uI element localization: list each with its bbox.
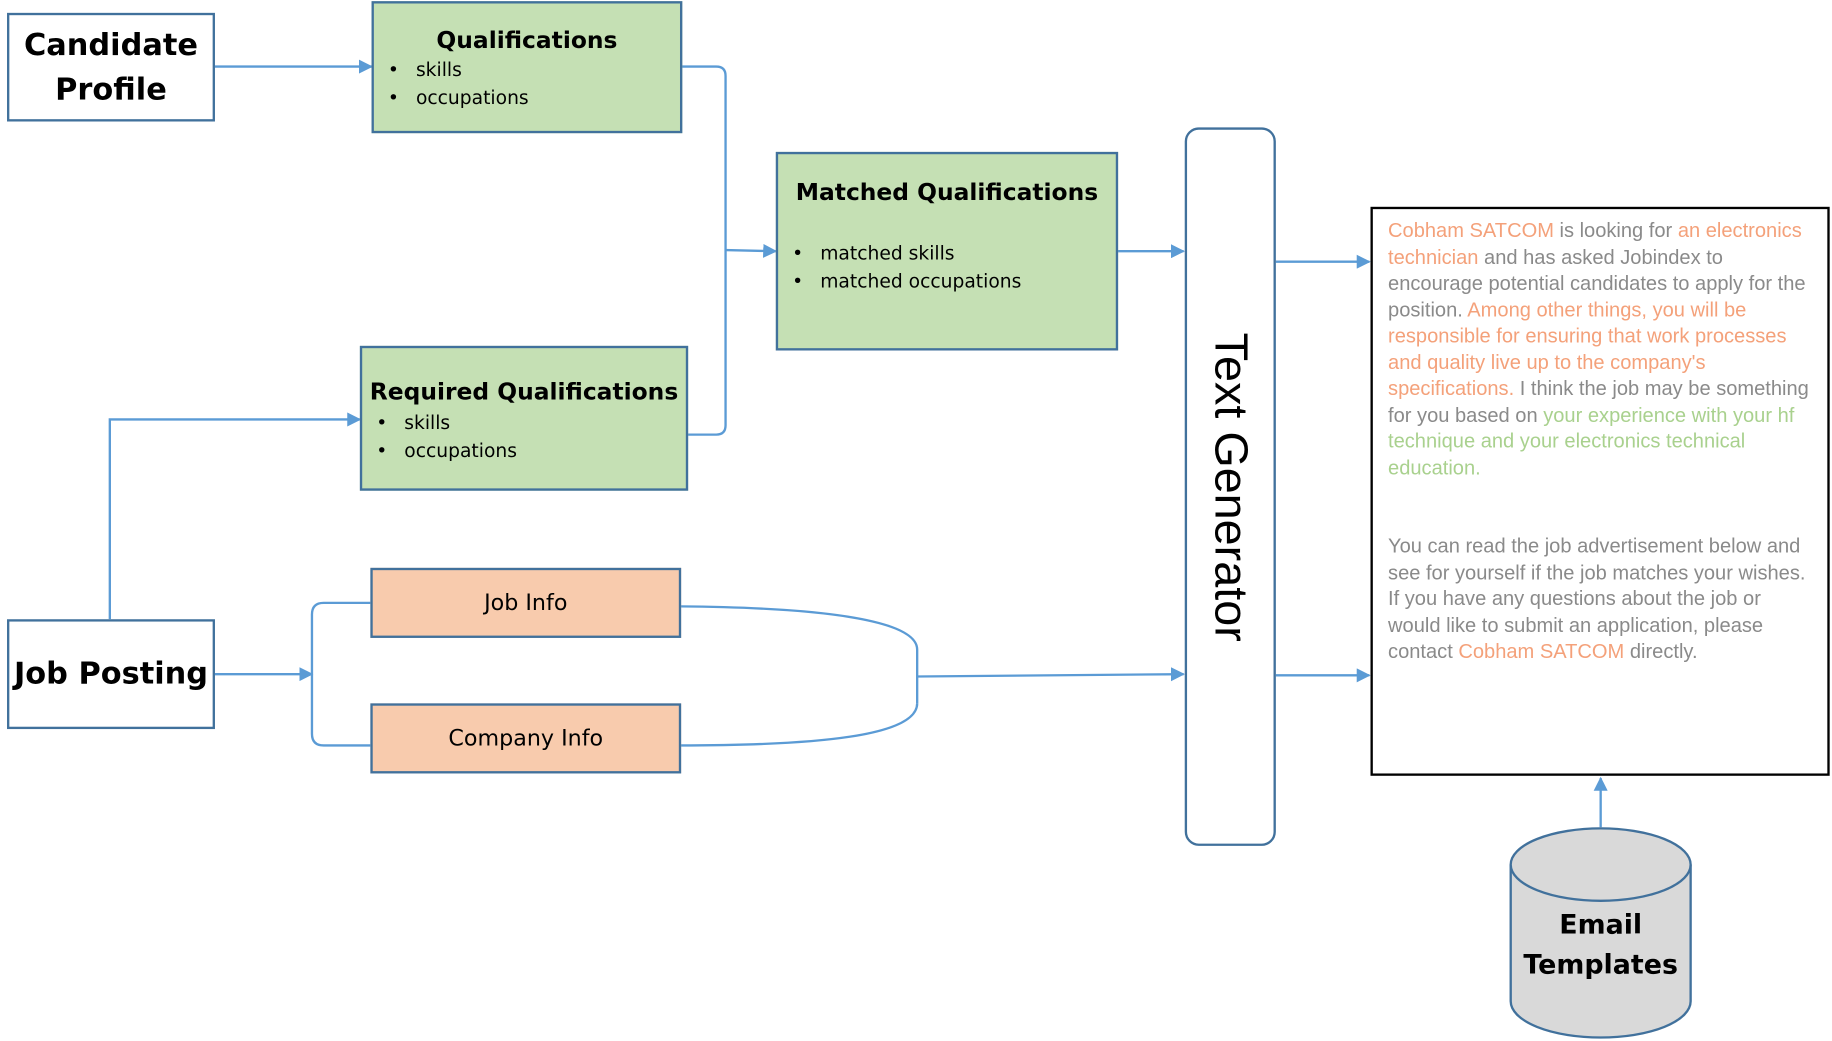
qualifications-list: skills occupations [388, 56, 680, 112]
job-info-label: Job Info [484, 590, 568, 616]
company-info-label: Company Info [448, 725, 604, 752]
job-posting-label: Job Posting [13, 656, 209, 692]
job-info-box: Job Info [370, 567, 682, 638]
required-qualifications-box: Required Qualifications skills occupatio… [359, 345, 689, 491]
email-paragraph-1: Cobham SATCOM is looking for an electron… [1388, 217, 1816, 480]
list-item: occupations [388, 84, 680, 112]
curve-company-info [679, 703, 919, 747]
list-item: skills [376, 409, 686, 437]
email-text: and has asked Jobindex to encourage pote… [1388, 244, 1806, 321]
matched-qualifications-list: matched skills matched occupations [792, 240, 1116, 296]
qualifications-title: Qualifications [436, 25, 618, 54]
list-item: skills [388, 56, 680, 84]
list-item: matched occupations [792, 268, 1116, 296]
email-company-name: Cobham SATCOM [1388, 218, 1554, 242]
email-text: is looking for [1553, 218, 1678, 242]
email-responsibilities: Among other things, you will be responsi… [1388, 297, 1787, 400]
brace-info-split [310, 601, 371, 747]
text-generator-label: Text Generator [1205, 332, 1257, 642]
email-company-name: Cobham SATCOM [1458, 639, 1625, 663]
generated-email-box: Cobham SATCOM is looking for an electron… [1370, 206, 1830, 776]
arrow-info-to-generator [917, 667, 1185, 682]
email-position: an electronics technician [1388, 218, 1802, 269]
database-cylinder [1509, 827, 1692, 1039]
matched-qualifications-title: Matched Qualifications [795, 177, 1099, 206]
email-paragraph-2: You can read the job advertisement below… [1388, 533, 1816, 664]
candidate-profile-box: Candidate Profile [7, 12, 215, 122]
required-qualifications-list: skills occupations [376, 409, 686, 465]
company-info-box: Company Info [370, 703, 682, 774]
email-experience: your experience with your hf technique a… [1388, 402, 1795, 479]
email-text: You can read the job advertisement below… [1388, 533, 1806, 663]
list-item: occupations [376, 437, 686, 465]
qualifications-box: Qualifications skills occupations [371, 1, 683, 134]
email-text: I think the job may be something for you… [1388, 376, 1809, 426]
email-templates-label: Email Templates [1523, 910, 1678, 981]
matched-qualifications-box: Matched Qualifications matched skills ma… [775, 151, 1119, 351]
arrow-job-posting-to-required [108, 412, 362, 620]
required-qualifications-title: Required Qualifications [369, 377, 679, 406]
job-posting-box: Job Posting [7, 619, 215, 730]
list-item: matched skills [792, 240, 1116, 268]
email-text: directly. [1624, 639, 1698, 663]
candidate-profile-label: Candidate Profile [24, 27, 198, 107]
arrow-merge-to-matched [725, 243, 778, 258]
curve-job-info [679, 605, 919, 704]
text-generator-box: Text Generator [1184, 127, 1276, 846]
